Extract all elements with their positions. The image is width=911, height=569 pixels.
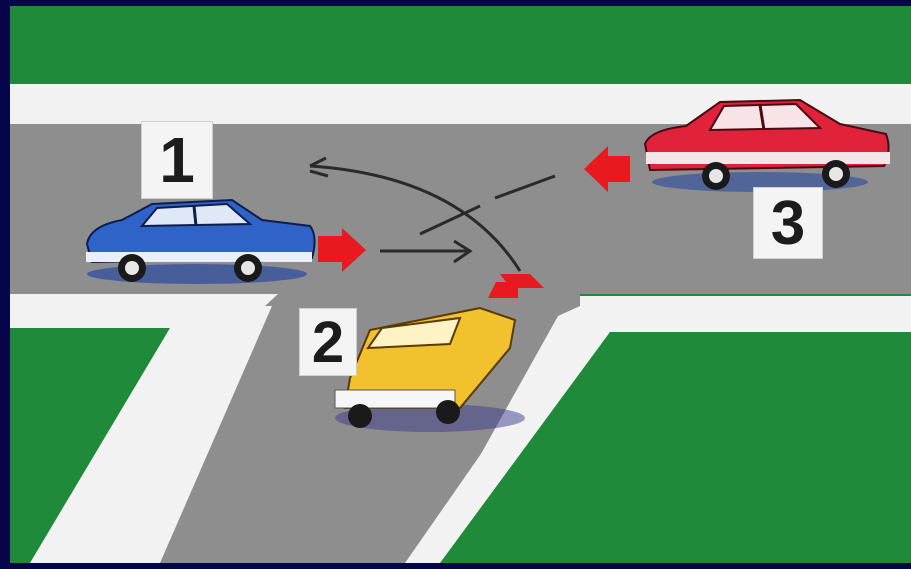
intersection-illustration: 1 2 3 bbox=[10, 6, 911, 563]
car-3-number-label: 3 bbox=[753, 187, 823, 259]
intersection-drawing bbox=[10, 6, 911, 563]
car-2-number-label: 2 bbox=[299, 308, 357, 376]
car-1-number-label: 1 bbox=[141, 121, 213, 199]
